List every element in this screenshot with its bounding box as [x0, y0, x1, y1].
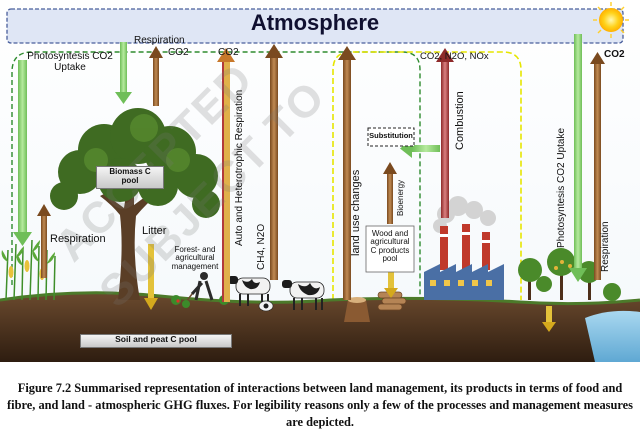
soil-pool-box: Soil and peat C pool [80, 334, 232, 348]
photosynthesis-right-label: Photosyntesis CO2 Uptake [556, 128, 567, 248]
ghg-flux-diagram: ACCEPTED SUBJECT TO Atmosphere Photosynt… [0, 0, 640, 362]
litter-label: Litter [142, 226, 166, 238]
co2-right-label: CO2 [604, 50, 625, 61]
biomass-pool-box: Biomass C pool [96, 166, 164, 189]
photosynthesis-left-label: Photosyntesis CO2 Uptake [20, 52, 120, 73]
substitution-label: Substitution [368, 132, 414, 140]
figure-caption: Figure 7.2 Summarised representation of … [6, 380, 634, 431]
respiration-left-label: Respiration [50, 234, 106, 246]
respiration-top-label: Respiration [134, 36, 185, 47]
co2-top-mid-label: CO2 [218, 48, 239, 59]
land-use-label: land use changes [350, 170, 362, 256]
co2-n2o-nox-label: CO2, N2O, NOx [420, 52, 489, 62]
auto-hetero-label: Auto and Heterotrophic Respiration [234, 90, 245, 246]
respiration-right-label: Respiration [600, 221, 611, 272]
atmosphere-title: Atmosphere [0, 11, 630, 34]
forest-management-label: Forest- and agricultural management [160, 246, 230, 271]
combustion-label: Combustion [454, 91, 466, 150]
wood-products-label: Wood and agricultural C products pool [366, 230, 414, 264]
co2-top-left-label: CO2 [168, 48, 189, 59]
bioenergy-label: Bioenergy [396, 180, 405, 216]
ch4-n2o-label: CH4, N2O [256, 224, 267, 270]
